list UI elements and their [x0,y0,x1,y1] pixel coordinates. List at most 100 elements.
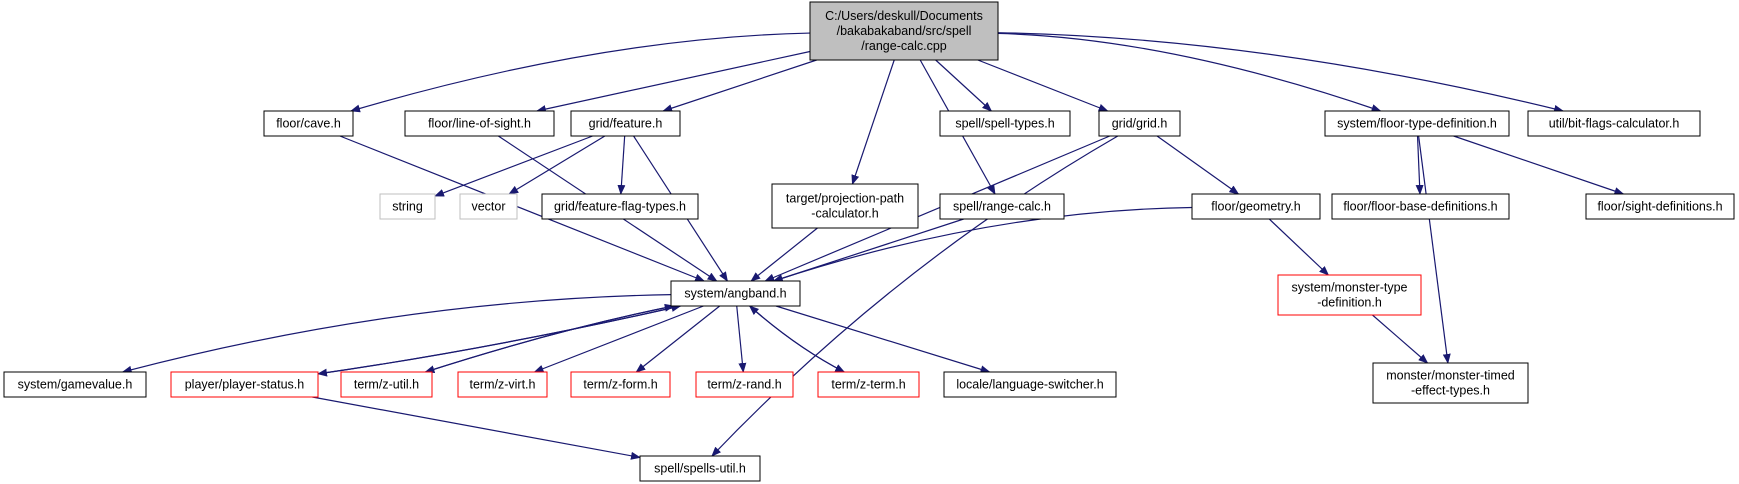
edge-sys_angband-to-sys_gamevalue [121,294,672,374]
edge-grid_grid-to-floor_geometry [1156,135,1240,195]
nodes-layer: C:/Users/deskull/Documents/bakabakaband/… [3,1,1735,482]
node-box [170,371,319,398]
node-term-zutil[interactable]: term/z-util.h [340,371,433,398]
edge-grid_feature-to-grid_ffl [617,135,626,195]
edge-player_status-to-sys_angband [317,304,682,375]
edge-player_status-to-spells_util [312,396,641,460]
edge-sys_angband-to-term_zform [635,305,721,373]
node-label: monster/monster-timed [1386,369,1515,383]
node-label: grid/feature.h [589,117,663,131]
node-grid-feature[interactable]: grid/feature.h [570,110,681,137]
node-sys-angband[interactable]: system/angband.h [670,280,801,307]
node-grid-grid[interactable]: grid/grid.h [1098,110,1181,137]
node-box [1098,110,1181,137]
node-label: grid/feature-flag-types.h [554,200,686,214]
node-floor-base[interactable]: floor/floor-base-definitions.h [1331,193,1510,220]
edge-sys_floortype-to-floor_base [1415,135,1424,195]
node-target-ppc[interactable]: target/projection-path-calculator.h [771,183,919,229]
edge-root-to-floor_los [535,50,811,113]
node-label: term/z-rand.h [707,378,781,392]
node-player-status[interactable]: player/player-status.h [170,371,319,398]
node-label: system/angband.h [684,287,786,301]
node-box [817,371,920,398]
edge-root-to-util_bitflags [997,32,1565,113]
node-spell-range[interactable]: spell/range-calc.h [939,193,1065,220]
node-label: util/bit-flags-calculator.h [1549,117,1680,131]
node-box [459,193,518,220]
node-label: vector [471,200,505,214]
edge-grid_grid-to-sys_angband [764,135,1111,282]
edge-floor_geometry-to-sys_angband [772,206,1193,283]
node-sys-floortype[interactable]: system/floor-type-definition.h [1324,110,1510,137]
node-term-zterm[interactable]: term/z-term.h [817,371,920,398]
node-term-zform[interactable]: term/z-form.h [570,371,671,398]
node-box [1191,193,1321,220]
node-box [1324,110,1510,137]
edge-sys_angband-to-term_zvirt [533,305,704,373]
node-label: system/gamevalue.h [18,378,133,392]
node-label: player/player-status.h [185,378,305,392]
node-sys-montype[interactable]: system/monster-type-definition.h [1277,274,1422,316]
edge-target_ppc-to-sys_angband [750,227,818,282]
node-floor-geometry[interactable]: floor/geometry.h [1191,193,1321,220]
edge-root-to-sys_floortype [997,32,1382,112]
node-vector: vector [459,193,518,220]
node-box [404,110,555,137]
edge-floor_geometry-to-sys_montype [1268,218,1330,276]
node-label: floor/floor-base-definitions.h [1343,200,1497,214]
node-box [379,193,436,220]
node-term-zrand[interactable]: term/z-rand.h [695,371,794,398]
edge-sys_angband-to-locale_ls [775,305,991,374]
node-locale-ls[interactable]: locale/language-switcher.h [943,371,1117,398]
node-root[interactable]: C:/Users/deskull/Documents/bakabakaband/… [809,1,999,61]
node-box [639,455,761,482]
node-box [570,371,671,398]
edge-sys_floortype-to-floor_sight [1453,135,1625,195]
node-floor-sight[interactable]: floor/sight-definitions.h [1585,193,1735,220]
edge-sys_montype-to-mon_timed [1372,314,1429,364]
node-label: /bakabakaband/src/spell [837,24,972,38]
node-label: floor/sight-definitions.h [1597,200,1722,214]
node-util-bitflags[interactable]: util/bit-flags-calculator.h [1527,110,1701,137]
node-box [1277,274,1422,316]
node-box [1585,193,1735,220]
node-grid-ffl[interactable]: grid/feature-flag-types.h [541,193,699,220]
node-sys-gamevalue[interactable]: system/gamevalue.h [3,371,147,398]
node-label: term/z-virt.h [470,378,536,392]
node-string: string [379,193,436,220]
node-label: floor/cave.h [276,117,341,131]
node-spell-types[interactable]: spell/spell-types.h [939,110,1071,137]
node-term-zvirt[interactable]: term/z-virt.h [457,371,548,398]
node-label: term/z-term.h [831,378,905,392]
edge-sys_angband-to-term_zrand [736,305,747,373]
node-label: locale/language-switcher.h [956,378,1103,392]
node-floor-los[interactable]: floor/line-of-sight.h [404,110,555,137]
node-label: /range-calc.cpp [861,39,947,53]
edge-grid_feature-to-vector [508,135,606,195]
node-label: spell/range-calc.h [953,200,1051,214]
node-box [541,193,699,220]
node-floor-cave[interactable]: floor/cave.h [263,110,354,137]
node-label: -calculator.h [811,207,878,221]
edge-grid_grid-to-spells_util [711,135,1119,457]
edge-term_zterm-to-sys_angband [748,305,845,373]
node-box [771,183,919,229]
node-box [1372,362,1529,404]
node-box [3,371,147,398]
node-box [263,110,354,137]
node-mon-timed[interactable]: monster/monster-timed-effect-types.h [1372,362,1529,404]
edge-root-to-spell_types [935,59,993,112]
node-label: floor/line-of-sight.h [428,117,531,131]
node-box [939,193,1065,220]
node-box [1527,110,1701,137]
node-label: grid/grid.h [1112,117,1168,131]
node-label: -definition.h [1317,296,1382,310]
node-box [570,110,681,137]
node-box [943,371,1117,398]
node-box [457,371,548,398]
node-label: spell/spell-types.h [955,117,1054,131]
edge-root-to-target_ppc [851,59,895,185]
node-spells-util[interactable]: spell/spells-util.h [639,455,761,482]
edge-sys_floortype-to-mon_timed [1418,135,1451,364]
